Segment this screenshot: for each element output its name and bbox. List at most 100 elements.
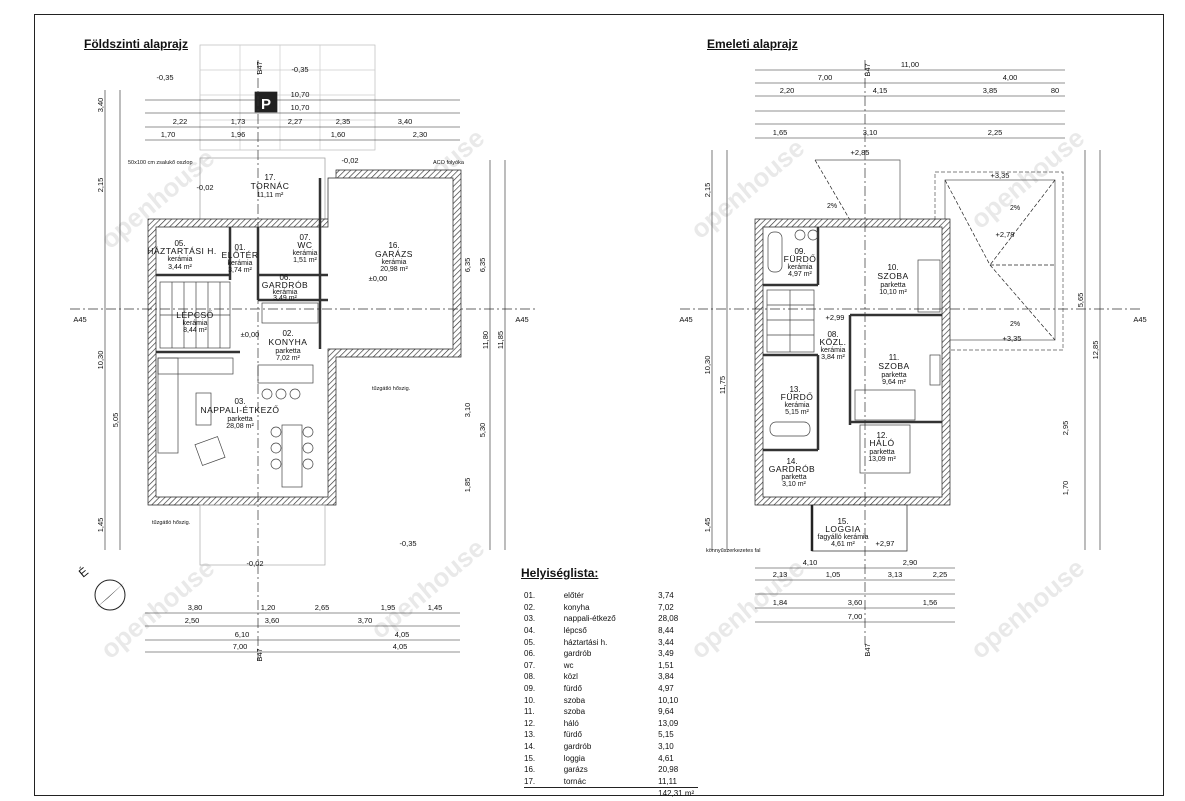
section-mark: A45 — [679, 315, 692, 324]
room-list-title: Helyiséglista: — [521, 566, 599, 580]
room-area: 3,10 — [658, 742, 674, 752]
room-label-text: 10. — [887, 263, 898, 272]
room-label-text: kerámia — [228, 260, 253, 267]
room-label-text: 09. — [794, 247, 805, 256]
level-mark: -0,02 — [341, 156, 358, 165]
room-area: 5,15 — [658, 730, 674, 740]
section-mark: B47 — [255, 648, 264, 661]
room-name: tornác — [563, 776, 586, 786]
dimension-label: 6,35 — [478, 258, 487, 273]
ground-floor-plan — [70, 44, 535, 660]
room-no: 03. — [524, 614, 536, 624]
dimension-label: 2,20 — [780, 86, 795, 95]
room-no: 11. — [524, 707, 535, 717]
section-mark: B47 — [863, 643, 872, 656]
room-label-text: WC — [297, 240, 312, 250]
room-label-text: parketta — [880, 282, 905, 289]
dimension-label: 3,60 — [265, 616, 280, 625]
room-name: garázs — [563, 765, 588, 775]
room-area: 3,49 — [658, 649, 674, 659]
room-no: 15. — [524, 753, 536, 763]
upper-floor-dimensions: 11,00 7,00 4,00 2,20 4,15 3,85 80 1,65 3… — [679, 60, 1146, 657]
dimension-label: 3,80 — [188, 603, 203, 612]
dimension-label: 10,30 — [703, 356, 712, 375]
dimension-label: 1,70 — [161, 130, 176, 139]
dimension-label: 1,96 — [231, 130, 246, 139]
room-label-text: kerámia — [293, 250, 318, 257]
dimension-label: 7,00 — [233, 642, 248, 651]
room-label-text: 13. — [789, 385, 800, 394]
room-name: előtér — [563, 591, 584, 601]
section-mark: A45 — [73, 315, 86, 324]
dimension-label: 2,13 — [773, 570, 788, 579]
room-label-text: 11. — [889, 353, 900, 362]
room-label-text: KONYHA — [269, 337, 308, 347]
dimension-label: 2,30 — [413, 130, 428, 139]
dimension-label: 11,80 — [481, 331, 490, 349]
room-no: 02. — [524, 602, 536, 612]
section-mark: B47 — [255, 61, 264, 74]
room-no: 01. — [524, 591, 536, 601]
watermark-text: openhouse — [965, 552, 1091, 664]
dimension-label: 3,40 — [398, 117, 413, 126]
room-label-text: 28,08 m² — [226, 423, 254, 430]
room-label-text: kerámia — [168, 256, 193, 263]
dimension-label: 1,70 — [1061, 481, 1070, 496]
dimension-label: 3,40 — [96, 98, 105, 113]
dimension-label: 2,15 — [703, 183, 712, 198]
room-label-text: 03. — [234, 397, 245, 406]
room-no: 13. — [524, 730, 536, 740]
room-name: loggia — [563, 753, 586, 763]
room-name: szoba — [563, 707, 586, 717]
dimension-label: 1,56 — [923, 598, 938, 607]
dimension-label: 5,65 — [1076, 293, 1085, 308]
room-label-text: 5,15 m² — [785, 409, 809, 416]
room-label-text: 12. — [876, 431, 887, 440]
room-name: szoba — [563, 695, 586, 705]
table-row: 02. konyha 7,02 — [524, 602, 698, 614]
dimension-label: 2,50 — [185, 616, 200, 625]
annotation: tűzgátló hőszig. — [152, 520, 191, 526]
room-no: 07. — [524, 660, 536, 670]
parking-area — [199, 44, 376, 151]
room-label-text: kerámia — [382, 259, 407, 266]
total-area: 142,31 m² — [658, 787, 698, 800]
dimension-label: 4,00 — [1003, 73, 1018, 82]
room-name: gardrób — [563, 649, 592, 659]
dimension-label: 1,20 — [261, 603, 276, 612]
room-label-text: SZOBA — [878, 361, 909, 371]
dimension-label: 1,45 — [96, 518, 105, 533]
room-area: 7,02 — [658, 602, 674, 612]
dimension-label: 3,85 — [983, 86, 998, 95]
room-label-text: 14. — [786, 457, 797, 466]
level-mark: -0,35 — [291, 65, 308, 74]
room-label-text: 05. — [174, 239, 185, 248]
room-label-text: kerámia — [183, 320, 208, 327]
dimension-label: 7,00 — [848, 612, 863, 621]
annotation: könnyűszerkezetes fal — [706, 548, 760, 554]
dimension-label: 11,00 — [901, 60, 919, 69]
dimension-label: 2,95 — [1061, 421, 1070, 436]
level-mark: ±0,00 — [241, 330, 260, 339]
dimension-label: 2,22 — [173, 117, 188, 126]
room-label-text: LOGGIA — [825, 524, 861, 534]
dimension-label: 1,45 — [703, 518, 712, 533]
room-label-text: 7,02 m² — [276, 355, 300, 362]
dimension-label: 3,10 — [463, 403, 472, 418]
room-name: konyha — [563, 602, 590, 612]
